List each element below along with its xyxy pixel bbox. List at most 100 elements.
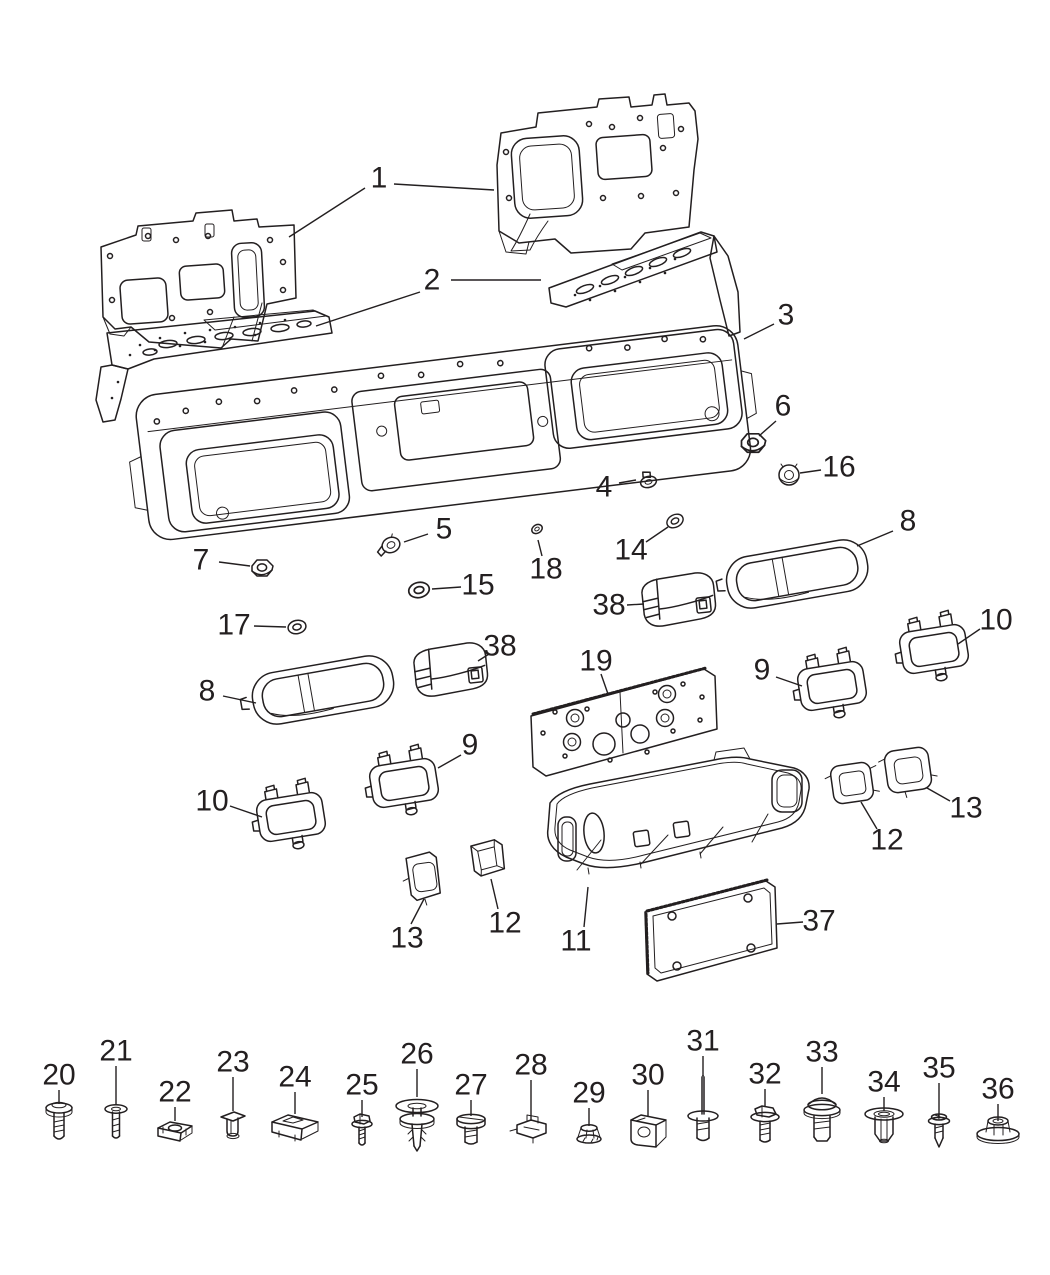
part-push-clip-4	[639, 471, 658, 489]
part-park-sensor-38-right	[639, 570, 718, 629]
leader-line-9-left	[437, 754, 462, 769]
step-pad-texture	[573, 257, 677, 302]
part-step-pad-right	[548, 231, 741, 337]
leader-line-13-right	[926, 787, 951, 802]
callout-label-4: 4	[596, 471, 613, 504]
callout-label-25: 25	[345, 1069, 378, 1102]
part-grommet-15	[406, 579, 432, 601]
leader-line-8-left	[222, 695, 257, 704]
leader-line-9-right	[775, 676, 803, 687]
callout-label-37: 37	[802, 905, 835, 938]
callout-label-13-left: 13	[390, 922, 423, 955]
callout-label-19: 19	[579, 645, 612, 678]
callout-label-35: 35	[922, 1052, 955, 1085]
callout-label-29: 29	[572, 1077, 605, 1110]
callout-label-32: 32	[748, 1058, 781, 1091]
callout-label-34: 34	[867, 1066, 900, 1099]
part-u-nut-22	[157, 1121, 193, 1142]
part-lower-valance-11	[546, 747, 810, 875]
callout-label-6: 6	[775, 390, 792, 423]
callout-label-27: 27	[454, 1069, 487, 1102]
leader-line-1	[393, 183, 495, 191]
leader-line-15	[431, 586, 462, 590]
part-inner-bracket-left	[100, 209, 297, 349]
callout-label-9-left: 9	[462, 729, 479, 762]
part-rivet-31	[687, 1075, 719, 1142]
leader-line-17	[253, 625, 287, 628]
leader-line-8-right	[856, 530, 894, 547]
callout-label-20: 20	[42, 1059, 75, 1092]
leader-line-1-1	[288, 187, 366, 238]
callout-label-26: 26	[400, 1038, 433, 1071]
part-clip-23	[220, 1111, 246, 1140]
callout-label-38-right: 38	[592, 589, 625, 622]
callout-label-31: 31	[686, 1025, 719, 1058]
leader-line-6	[758, 420, 777, 437]
part-sensor-holder-12-right	[824, 761, 880, 805]
callout-label-11: 11	[560, 925, 591, 958]
step-pad-texture	[110, 318, 287, 400]
part-push-pin-26	[395, 1098, 439, 1152]
callout-label-17: 17	[217, 609, 250, 642]
leader-line-11	[583, 886, 589, 928]
part-sensor-bezel-10-right	[889, 607, 973, 688]
leader-line-38-left	[477, 653, 490, 662]
part-screw-20	[45, 1101, 73, 1140]
part-clip-28	[509, 1114, 547, 1144]
callout-label-3: 3	[778, 299, 795, 332]
part-screw-5	[376, 533, 401, 557]
part-bolt-32	[750, 1105, 780, 1143]
callout-layer: 1234567889910101112121313141516171819373…	[42, 162, 1015, 1126]
callout-label-9-right: 9	[754, 654, 771, 687]
callout-label-8-right: 8	[900, 505, 917, 538]
part-cage-nut-24	[271, 1114, 319, 1142]
leader-line-18	[537, 539, 543, 557]
callout-label-16: 16	[822, 451, 855, 484]
leader-line-12-left	[490, 878, 499, 910]
callout-label-10-right: 10	[979, 604, 1012, 637]
leader-line-14	[645, 526, 669, 543]
part-grommet-17	[286, 617, 308, 637]
part-nut-7	[251, 559, 274, 577]
callout-label-13-right: 13	[949, 792, 982, 825]
part-park-sensor-38-left	[411, 640, 490, 699]
part-sensor-holder-12-left	[470, 839, 506, 877]
part-rivet-nut-34	[864, 1107, 904, 1144]
part-inner-bracket-right	[496, 93, 699, 255]
callout-label-1: 1	[371, 162, 388, 195]
leader-line-37	[776, 921, 804, 925]
callout-label-8-left: 8	[199, 675, 216, 708]
callout-label-12-right: 12	[870, 824, 903, 857]
parts-layer	[45, 93, 1020, 1152]
callout-label-30: 30	[631, 1059, 664, 1092]
callout-label-22: 22	[158, 1076, 191, 1109]
leader-line-16	[799, 469, 822, 474]
callout-label-36: 36	[981, 1073, 1014, 1106]
part-screw-27	[456, 1113, 486, 1145]
leader-line-38-right	[626, 603, 645, 606]
leader-line-3	[743, 323, 775, 340]
leader-line-10-left	[229, 805, 263, 818]
callout-label-10-left: 10	[195, 785, 228, 818]
callout-label-24: 24	[278, 1061, 311, 1094]
leader-line-7	[218, 561, 251, 567]
part-sensor-bracket-13-left	[402, 851, 441, 906]
callout-label-15: 15	[461, 569, 494, 602]
leader-line-5	[403, 533, 429, 543]
part-license-plate-bracket-37	[644, 878, 778, 982]
part-screw-21	[104, 1104, 128, 1139]
leader-line-19	[600, 673, 609, 695]
callout-label-14: 14	[614, 534, 647, 567]
part-nut-6	[740, 432, 767, 454]
part-sensor-bezel-9-left	[359, 741, 443, 822]
callout-label-18: 18	[529, 553, 562, 586]
callout-label-12-left: 12	[488, 907, 521, 940]
part-sensor-bracket-13-right	[878, 746, 938, 798]
part-screw-35	[927, 1113, 951, 1148]
part-clip-18	[531, 523, 543, 535]
callout-label-2: 2	[424, 264, 441, 297]
part-step-pad-left	[95, 309, 333, 423]
leader-line-13-left	[410, 898, 425, 925]
